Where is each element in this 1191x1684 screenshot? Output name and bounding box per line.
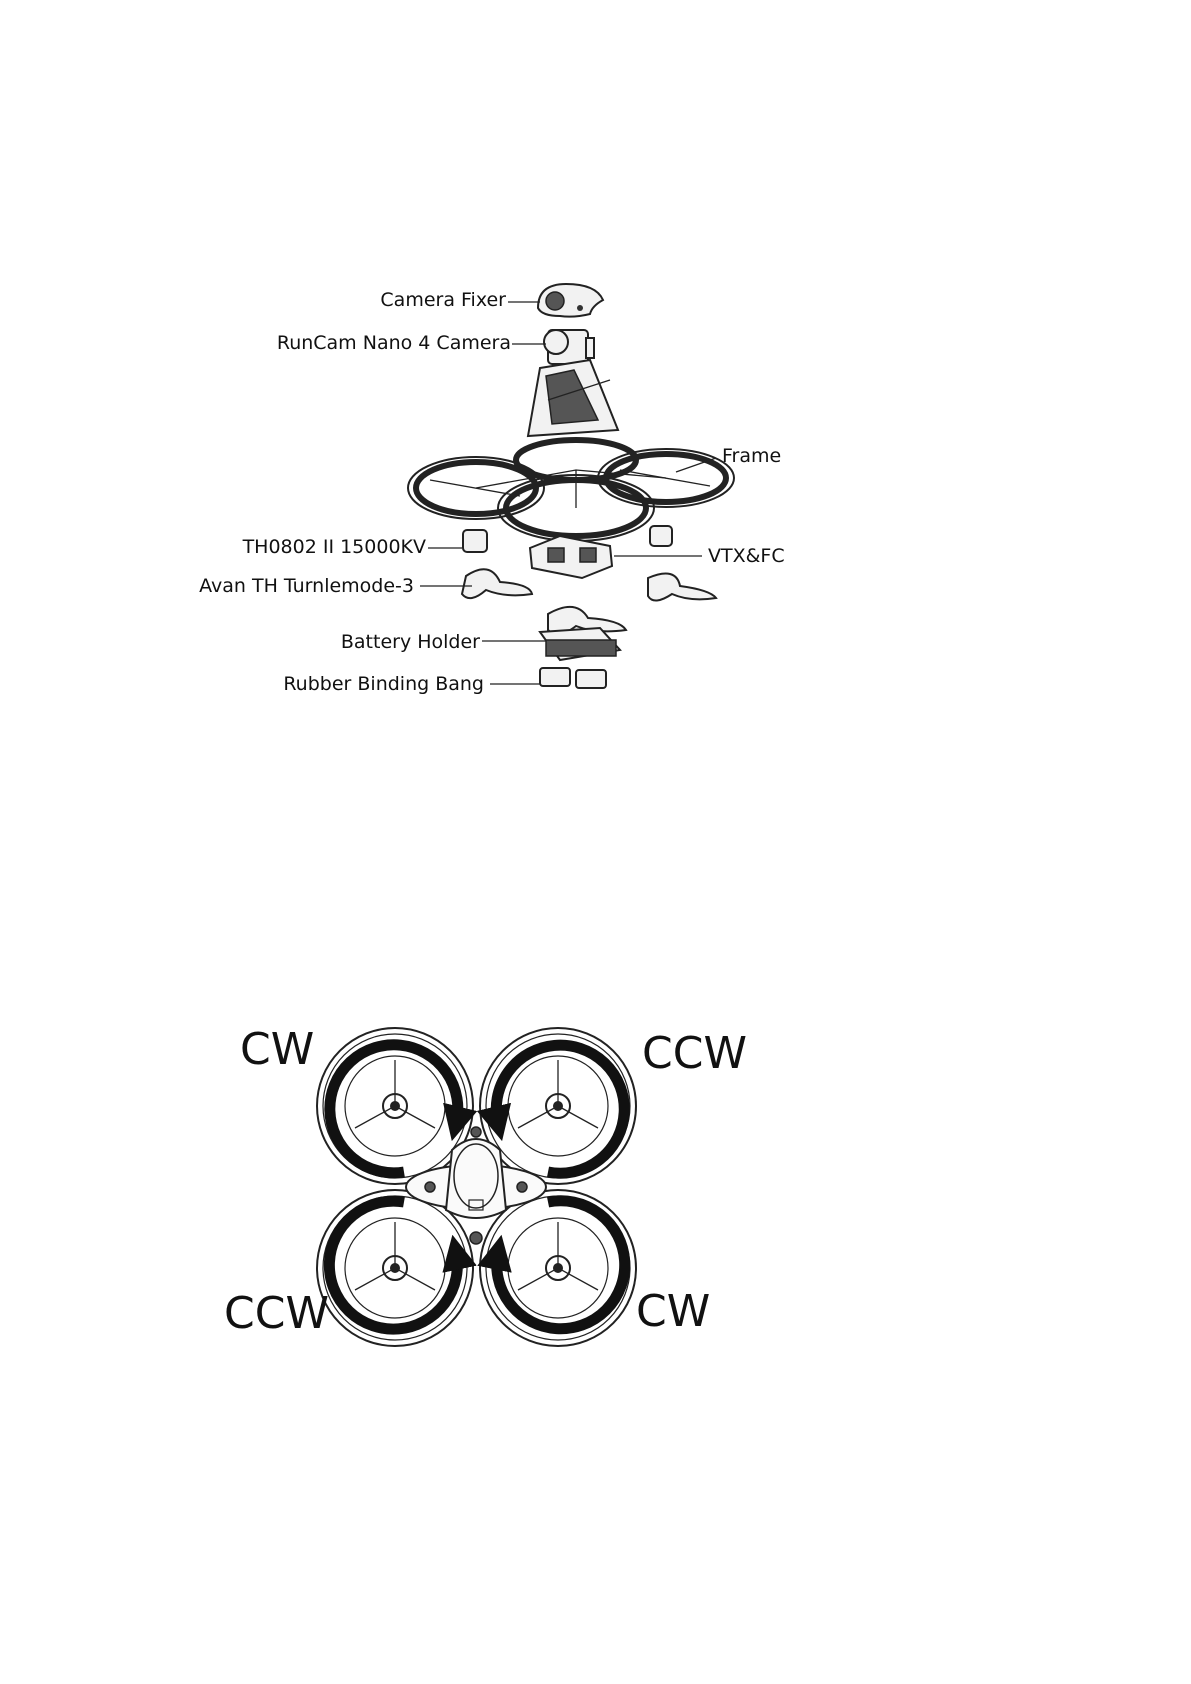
- label-frame: Frame: [722, 445, 781, 467]
- runcam-camera-part: [544, 330, 594, 364]
- rubber-band-part: [540, 668, 606, 688]
- label-top-right-direction: CCW: [642, 1028, 747, 1079]
- propeller-parts: [462, 569, 716, 634]
- battery-holder-part: [540, 628, 620, 660]
- camera-mount-part: [528, 360, 618, 436]
- propeller-top-right: [508, 1056, 608, 1156]
- vtx-fc-part: [530, 536, 612, 578]
- label-runcam-camera: RunCam Nano 4 Camera: [277, 332, 511, 354]
- propeller-top-left: [345, 1056, 445, 1156]
- label-motor: TH0802 II 15000KV: [242, 536, 426, 558]
- rotation-diagram: CW CCW CCW CW: [224, 1024, 747, 1346]
- label-bottom-right-direction: CW: [636, 1286, 710, 1337]
- label-rubber-band: Rubber Binding Bang: [283, 673, 484, 695]
- label-camera-fixer: Camera Fixer: [380, 289, 506, 311]
- camera-fixer-part: [538, 284, 603, 317]
- propeller-bottom-left: [345, 1218, 445, 1318]
- frame-part: [408, 440, 734, 541]
- label-bottom-left-direction: CCW: [224, 1288, 329, 1339]
- label-propeller: Avan TH Turnlemode-3: [199, 575, 414, 597]
- label-vtx-fc: VTX&FC: [708, 545, 785, 567]
- label-battery-holder: Battery Holder: [341, 631, 480, 653]
- exploded-view: Camera Fixer RunCam Nano 4 Camera Frame …: [199, 284, 785, 695]
- label-top-left-direction: CW: [240, 1024, 314, 1075]
- propeller-bottom-right: [508, 1218, 608, 1318]
